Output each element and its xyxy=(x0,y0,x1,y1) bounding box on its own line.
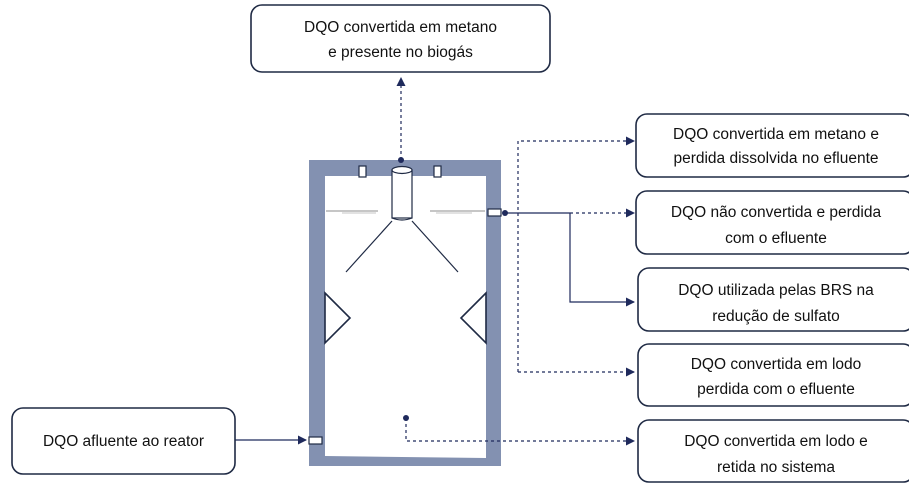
arrow-methane-dissolved xyxy=(517,136,635,372)
box-brs-line1: DQO utilizada pelas BRS na xyxy=(678,282,874,299)
influent-inlet xyxy=(308,436,323,445)
box-methane-dissolved: DQO convertida em metano e perdida disso… xyxy=(635,113,909,178)
box-methane-biogas: DQO convertida em metano e presente no b… xyxy=(250,4,551,73)
box-methane-dissolved-line1: DQO convertida em metano e xyxy=(673,126,879,143)
box-methane-dissolved-line2: perdida dissolvida no efluente xyxy=(673,150,878,167)
effluent-outlet xyxy=(487,208,502,217)
box-methane-biogas-line1: DQO convertida em metano xyxy=(304,19,497,36)
deflector-right xyxy=(459,291,487,345)
uasb-reactor xyxy=(308,157,508,466)
box-sludge-lost-line2: perdida com o efluente xyxy=(697,381,855,398)
box-sludge-retained-line1: DQO convertida em lodo e xyxy=(684,433,868,450)
deflector-left xyxy=(324,291,352,345)
connectors xyxy=(235,77,635,446)
box-sludge-retained-line2: retida no sistema xyxy=(717,459,835,476)
box-sludge-lost-line1: DQO convertida em lodo xyxy=(691,356,862,373)
box-sludge-retained: DQO convertida em lodo e retida no siste… xyxy=(637,419,909,483)
box-not-converted: DQO não convertida e perdida com o eflue… xyxy=(635,190,909,255)
water-surface xyxy=(326,210,485,214)
box-sludge-lost: DQO convertida em lodo perdida com o efl… xyxy=(637,343,909,407)
gas-collector-cylinder xyxy=(391,165,413,221)
box-influent: DQO afluente ao reator xyxy=(11,407,236,475)
box-brs: DQO utilizada pelas BRS na redução de su… xyxy=(637,267,909,332)
box-methane-biogas-line2: e presente no biogás xyxy=(328,44,473,61)
arrow-brs xyxy=(569,213,635,307)
arrow-sludge-retained xyxy=(405,418,635,446)
box-not-converted-line1: DQO não convertida e perdida xyxy=(671,204,882,221)
top-port-right xyxy=(433,165,442,178)
box-not-converted-line2: com o efluente xyxy=(725,230,827,247)
box-brs-line2: redução de sulfato xyxy=(712,308,840,325)
top-port-left xyxy=(358,165,367,178)
gas-hood xyxy=(345,220,459,273)
box-influent-line1: DQO afluente ao reator xyxy=(43,433,204,450)
